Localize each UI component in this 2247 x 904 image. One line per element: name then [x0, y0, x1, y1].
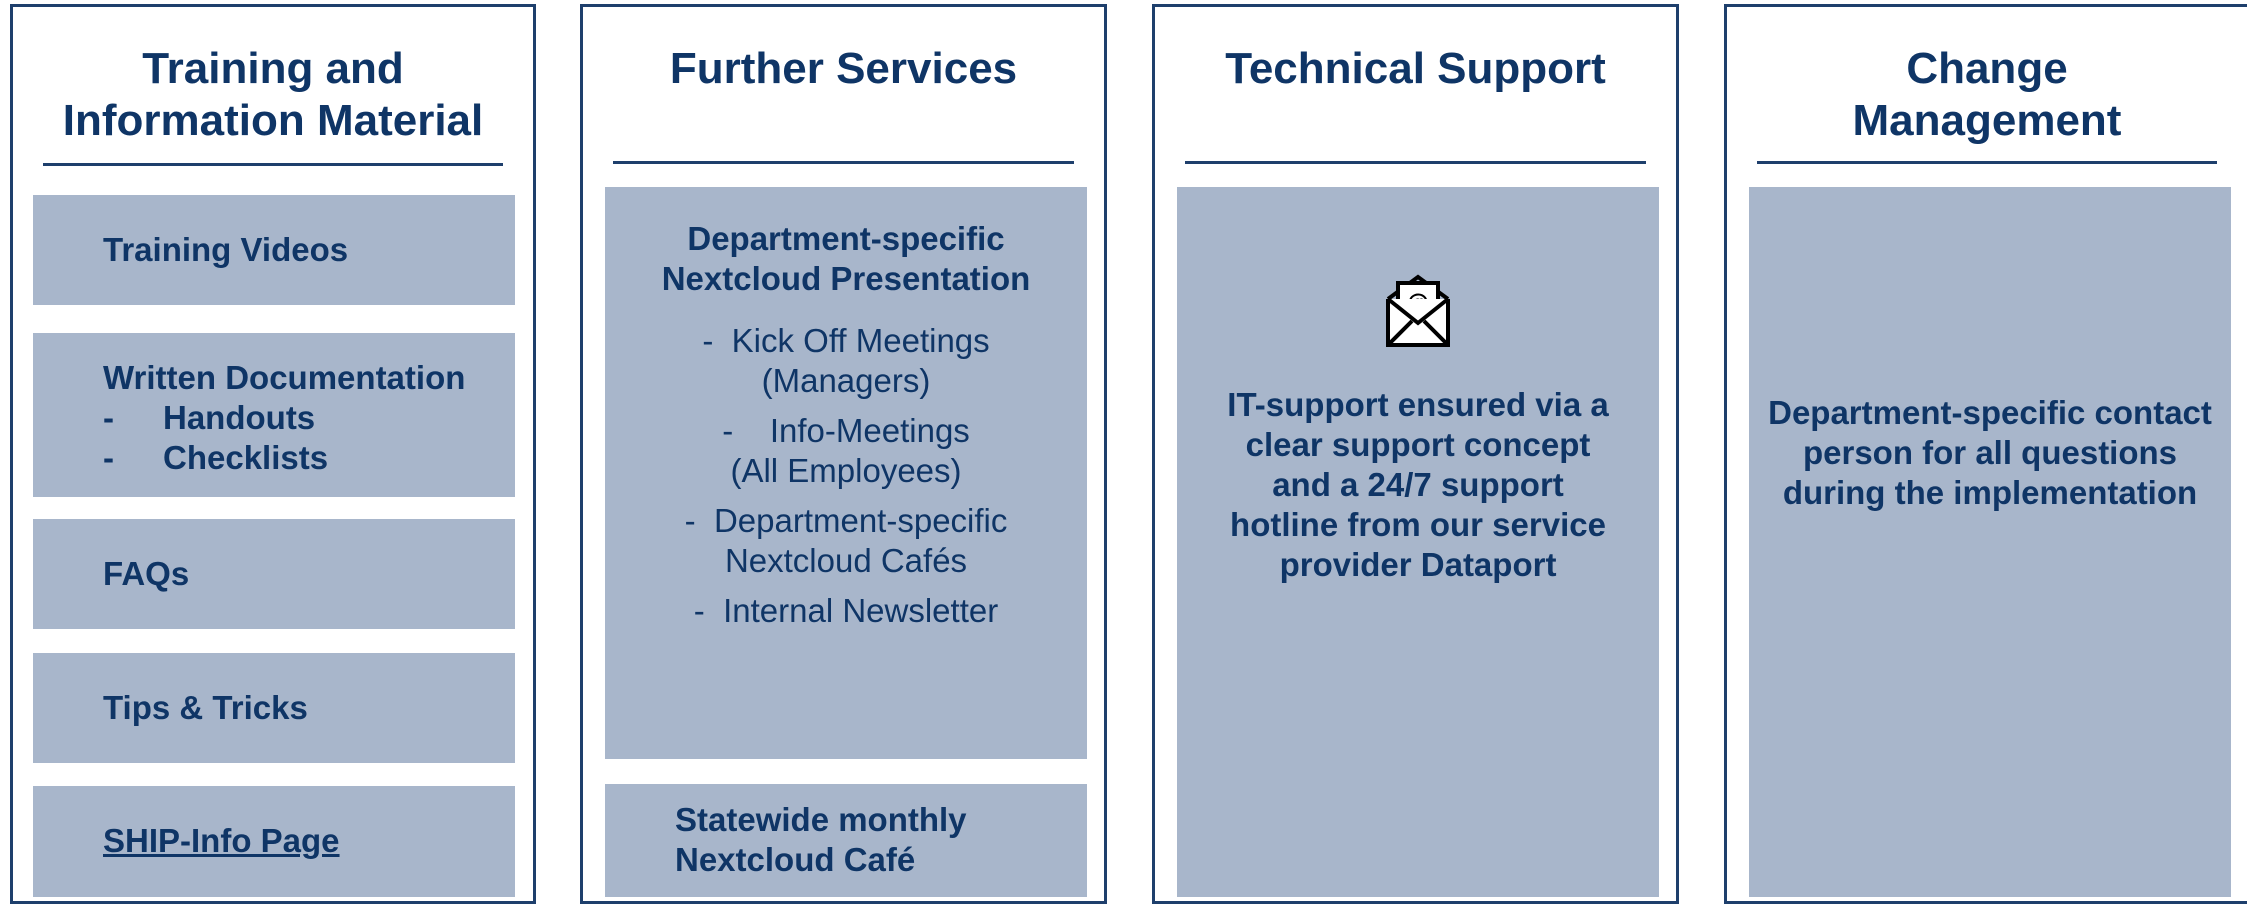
title-line: Management: [1852, 96, 2122, 145]
support-line: hotline from our service: [1230, 506, 1606, 543]
title-divider: [613, 161, 1074, 164]
list-item-label: Internal Newsletter: [723, 592, 999, 629]
change-line: Department-specific contact: [1768, 394, 2212, 431]
column-title-further-services: Further Services: [583, 43, 1104, 95]
list-item: - Internal Newsletter: [605, 591, 1087, 631]
title-line: Further Services: [669, 44, 1018, 93]
support-line: IT-support ensured via a: [1227, 386, 1609, 423]
faqs-box[interactable]: FAQs: [33, 519, 515, 629]
title-divider: [1757, 161, 2217, 164]
list-dash: -: [103, 399, 114, 436]
list-item-label: Nextcloud Cafés: [724, 542, 968, 579]
support-line: clear support concept: [1245, 426, 1591, 463]
title-line: Information Material: [62, 96, 484, 145]
tips-tricks-label: Tips & Tricks: [103, 689, 308, 726]
title-line: Training and: [142, 44, 404, 93]
title-line: Technical Support: [1225, 44, 1606, 93]
list-dash: -: [722, 412, 770, 449]
list-item: - Info-Meetings (All Employees): [605, 411, 1087, 491]
heading-line: Department-specific: [687, 220, 1005, 257]
list-item-label: Department-specific: [713, 502, 1008, 539]
list-dash: -: [684, 502, 714, 539]
ship-info-box[interactable]: SHIP-Info Page: [33, 786, 515, 897]
column-training: Training and Information Material Traini…: [10, 4, 536, 904]
checklists-label: Checklists: [163, 439, 329, 476]
training-videos-label: Training Videos: [103, 231, 349, 268]
checklists-item: - Checklists: [103, 438, 328, 478]
faqs-label: FAQs: [103, 555, 190, 592]
presentation-list: - Kick Off Meetings (Managers) - Info-Me…: [605, 311, 1087, 631]
technical-support-text: IT-support ensured via a clear support c…: [1177, 385, 1659, 585]
column-technical-support: Technical Support @ IT-support ensured v…: [1152, 4, 1679, 904]
column-title-training: Training and Information Material: [13, 43, 533, 147]
title-divider: [43, 163, 503, 166]
email-envelope-icon: @: [1386, 274, 1450, 347]
support-line: provider Dataport: [1279, 546, 1557, 583]
list-item: - Kick Off Meetings (Managers): [605, 321, 1087, 401]
support-line: and a 24/7 support: [1272, 466, 1564, 503]
list-dash: -: [702, 322, 732, 359]
training-videos-box[interactable]: Training Videos: [33, 195, 515, 305]
tips-tricks-box[interactable]: Tips & Tricks: [33, 653, 515, 763]
statewide-cafe-line: Nextcloud Café: [675, 841, 916, 878]
title-line: Change: [1906, 44, 2068, 93]
ship-info-link[interactable]: SHIP-Info Page: [103, 822, 340, 859]
statewide-cafe-box: Statewide monthly Nextcloud Café: [605, 784, 1087, 897]
list-item-label: Info-Meetings: [769, 412, 970, 449]
presentation-heading: Department-specific Nextcloud Presentati…: [605, 219, 1087, 299]
change-management-text: Department-specific contact person for a…: [1749, 393, 2231, 513]
list-item-label: Kick Off Meetings: [731, 322, 990, 359]
list-item-label: (Managers): [761, 362, 931, 399]
title-divider: [1185, 161, 1646, 164]
technical-support-box: @ IT-support ensured via a clear support…: [1177, 187, 1659, 897]
nextcloud-presentation-box: Department-specific Nextcloud Presentati…: [605, 187, 1087, 759]
change-management-box: Department-specific contact person for a…: [1749, 187, 2231, 897]
column-further-services: Further Services Department-specific Nex…: [580, 4, 1107, 904]
list-dash: -: [693, 592, 724, 629]
handouts-label: Handouts: [163, 399, 316, 436]
list-item: - Department-specific Nextcloud Cafés: [605, 501, 1087, 581]
written-documentation-box[interactable]: Written Documentation - Handouts - Check…: [33, 333, 515, 497]
column-title-technical-support: Technical Support: [1155, 43, 1676, 95]
written-documentation-label: Written Documentation: [103, 359, 466, 396]
heading-line: Nextcloud Presentation: [661, 260, 1031, 297]
statewide-cafe-label: Statewide monthly Nextcloud Café: [675, 800, 967, 880]
change-line: during the implementation: [1782, 474, 2198, 511]
column-change-management: Change Management Department-specific co…: [1724, 4, 2247, 904]
change-line: person for all questions: [1802, 434, 2178, 471]
statewide-cafe-line: Statewide monthly: [675, 801, 967, 838]
handouts-item: - Handouts: [103, 398, 315, 438]
column-title-change-management: Change Management: [1727, 43, 2247, 147]
list-item-label: (All Employees): [730, 452, 962, 489]
list-dash: -: [103, 439, 114, 476]
